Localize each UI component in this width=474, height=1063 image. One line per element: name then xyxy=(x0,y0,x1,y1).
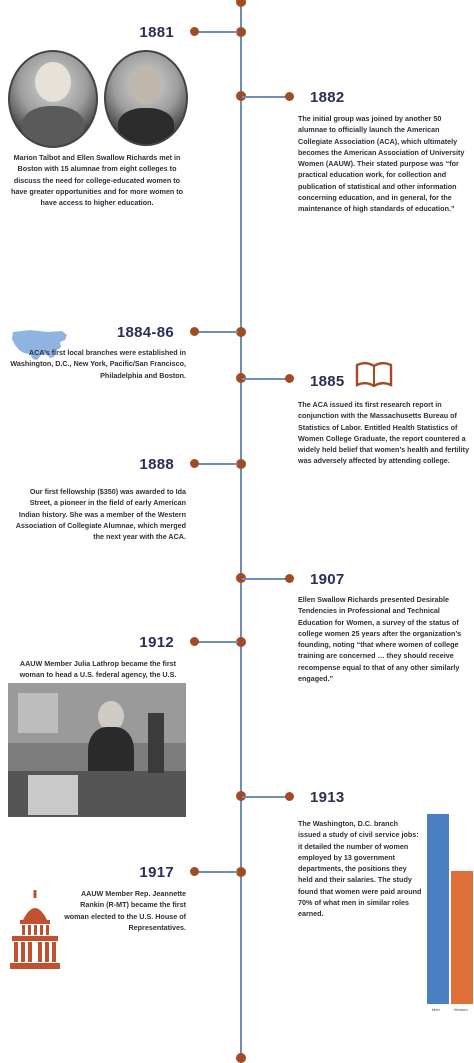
connector-1912 xyxy=(196,641,238,643)
wage-gap-chart: Men Women xyxy=(424,814,474,1014)
bar-women xyxy=(451,871,473,1004)
text-1884-86: ACA’s first local branches were establis… xyxy=(10,348,186,380)
text-1907: Ellen Swallow Richards presented Desirab… xyxy=(298,595,462,684)
year-1888: 1888 xyxy=(139,456,174,473)
label-men: Men xyxy=(432,1007,440,1012)
connector-1884-86 xyxy=(196,331,238,333)
dot-1881 xyxy=(190,27,199,36)
text-1888: Our first fellowship ($350) was awarded … xyxy=(15,487,186,542)
dot-1888 xyxy=(190,459,199,468)
node-1881 xyxy=(236,27,246,37)
node-1884-86 xyxy=(236,327,246,337)
dot-1913 xyxy=(285,792,294,801)
connector-1907 xyxy=(242,578,288,580)
book-icon xyxy=(355,362,393,388)
timeline-end-node xyxy=(236,1053,246,1063)
node-1913 xyxy=(236,791,246,801)
year-1907: 1907 xyxy=(310,571,345,588)
connector-1881 xyxy=(196,31,238,33)
dot-1912 xyxy=(190,637,199,646)
connector-1913 xyxy=(242,796,288,798)
marion-talbot-photo xyxy=(8,50,98,148)
year-1885: 1885 xyxy=(310,373,345,390)
text-1917: AAUW Member Rep. Jeannette Rankin (R-MT)… xyxy=(64,889,186,932)
node-1888 xyxy=(236,459,246,469)
connector-1917 xyxy=(196,871,238,873)
dot-1884-86 xyxy=(190,327,199,336)
node-1885 xyxy=(236,373,246,383)
dot-1882 xyxy=(285,92,294,101)
bar-men xyxy=(427,814,449,1004)
timeline-spine xyxy=(240,0,242,1063)
year-1884-86: 1884-86 xyxy=(116,324,174,341)
year-1912: 1912 xyxy=(139,634,174,651)
label-women: Women xyxy=(454,1007,468,1012)
connector-1888 xyxy=(196,463,238,465)
timeline-start-node xyxy=(236,0,246,7)
usa-map-icon xyxy=(12,330,67,360)
dot-1917 xyxy=(190,867,199,876)
julia-lathrop-office-photo xyxy=(8,683,186,817)
capitol-icon xyxy=(10,890,60,969)
connector-1885 xyxy=(242,378,288,380)
ellen-swallow-richards-photo xyxy=(104,50,188,146)
year-1917: 1917 xyxy=(139,864,174,881)
text-1913: The Washington, D.C. branch issued a stu… xyxy=(298,819,422,919)
node-1907 xyxy=(236,573,246,583)
year-1882: 1882 xyxy=(310,89,345,106)
dot-1907 xyxy=(285,574,294,583)
year-1913: 1913 xyxy=(310,789,345,806)
dot-1885 xyxy=(285,374,294,383)
year-1881: 1881 xyxy=(139,24,174,41)
node-1882 xyxy=(236,91,246,101)
text-1885: The ACA issued its first research report… xyxy=(298,400,470,466)
node-1912 xyxy=(236,637,246,647)
text-1881: Marion Talbot and Ellen Swallow Richards… xyxy=(10,153,184,208)
text-1882: The initial group was joined by another … xyxy=(298,114,465,214)
connector-1882 xyxy=(242,96,288,98)
node-1917 xyxy=(236,867,246,877)
